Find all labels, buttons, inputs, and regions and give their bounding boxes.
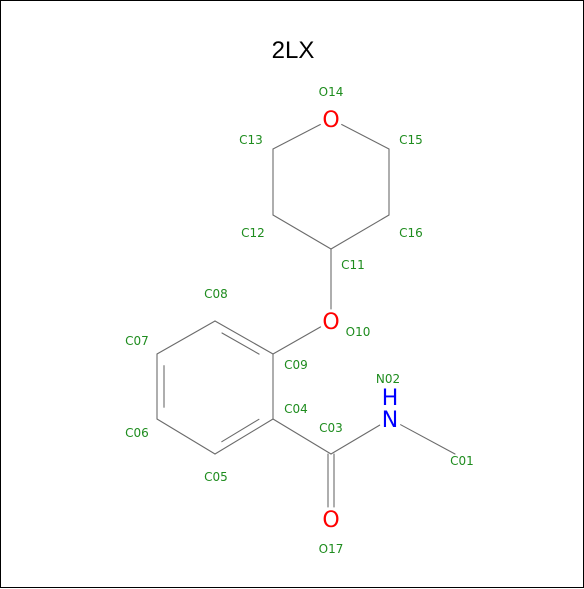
atom-label-layer: C01N02C03C04C05C06C07C08C09O10C11C12C13O…: [125, 85, 474, 556]
atom-label-c11: C11: [341, 258, 365, 272]
bond-n02-c03: [330, 424, 381, 455]
bond-c11-c12: [272, 214, 332, 250]
atom-label-c15: C15: [399, 133, 423, 147]
bond-c08-c09: [214, 320, 274, 355]
bond-c09-o10: [272, 326, 322, 355]
atom-label-c03: C03: [319, 421, 343, 435]
element-symbol-o10: O: [322, 310, 339, 335]
atom-label-c06: C06: [125, 426, 149, 440]
atom-label-c07: C07: [125, 334, 149, 348]
atom-label-c01: C01: [450, 454, 474, 468]
element-symbol-layer: NH O O O: [322, 108, 398, 533]
bond-c13-o14: [272, 123, 321, 150]
atom-label-c16: C16: [399, 226, 423, 240]
bond-c16-c11: [330, 214, 390, 250]
atom-label-o17: O17: [319, 542, 344, 556]
bond-c03-c04: [272, 418, 332, 455]
atom-label-c09: C09: [284, 358, 308, 372]
hydrogen-symbol-n02: H: [382, 386, 399, 411]
atom-label-c13: C13: [239, 133, 263, 147]
atom-label-c04: C04: [284, 402, 308, 416]
bond-c08-c09-inner: [221, 332, 260, 355]
element-symbol-o14: O: [322, 108, 339, 133]
bond-c05-c06: [156, 418, 216, 455]
bond-o14-c15: [341, 123, 390, 150]
atom-label-c05: C05: [204, 470, 228, 484]
atom-label-c12: C12: [241, 226, 265, 240]
bond-c04-c05: [214, 418, 274, 455]
bond-c07-c08: [156, 320, 216, 355]
element-symbol-o17: O: [322, 508, 339, 533]
diagram-title: 2LX: [272, 37, 315, 64]
atom-label-o14: O14: [319, 85, 344, 99]
bond-layer: [156, 123, 456, 508]
bond-c04-c05-inner: [221, 418, 260, 443]
element-symbol-n02: N: [382, 408, 398, 433]
atom-label-c08: C08: [204, 287, 228, 301]
bond-c01-n02: [400, 424, 456, 455]
atom-label-o10: O10: [346, 325, 371, 339]
atom-label-n02: N02: [376, 372, 400, 386]
